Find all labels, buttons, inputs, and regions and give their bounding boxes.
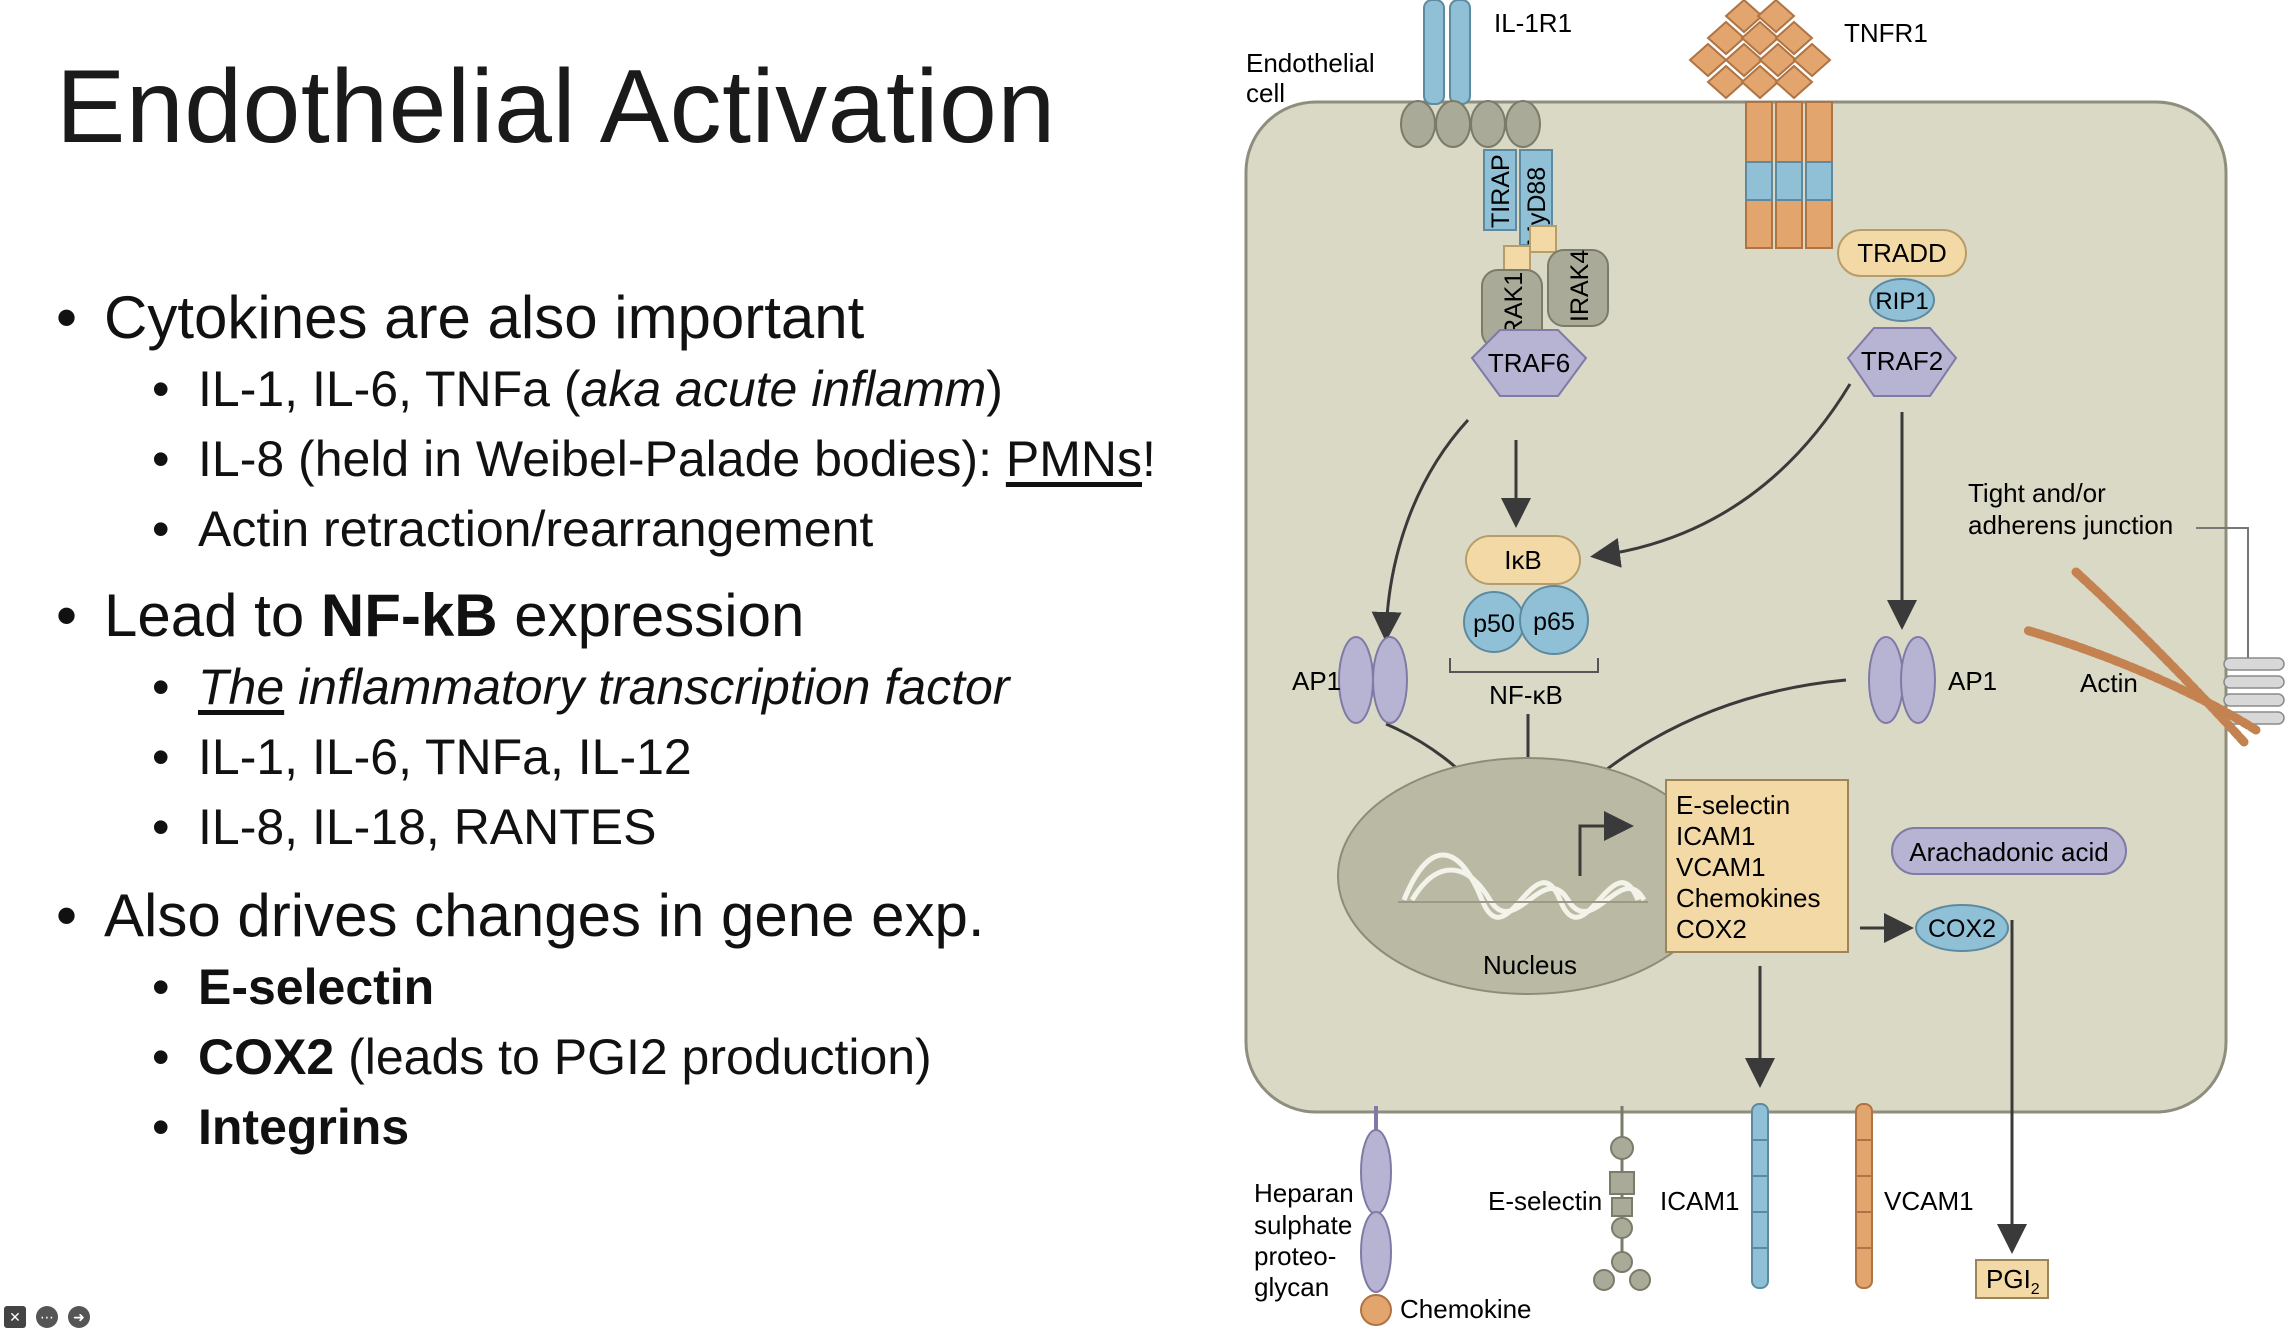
e-selectin-surface-label: E-selectin <box>1488 1186 1602 1216</box>
slideshow-controls: ✕ ⋯ ➜ <box>4 1306 90 1328</box>
heparan-label-4: glycan <box>1254 1272 1329 1302</box>
pgi2-box <box>1975 1259 2049 1299</box>
endothelial-signaling-diagram: IL-1R1 Endothelial cell TIRAP MyD88 IRAK… <box>1244 0 2285 1326</box>
rip1-oval <box>1869 278 1935 322</box>
cox2-oval <box>1915 904 2009 952</box>
actin-filaments <box>2021 567 2261 747</box>
nucleus-label: Nucleus <box>1483 950 1577 980</box>
heparan-label-2: sulphate <box>1254 1210 1352 1240</box>
irak1-cap <box>1503 245 1531 273</box>
bullet-gene-exp: Also drives changes in gene exp. <box>56 880 1246 952</box>
sub-bullet-actin: Actin retraction/rearrangement <box>56 494 1246 564</box>
endothelial-cell-label-1: Endothelial <box>1246 48 1375 78</box>
arachidonic-acid-pill <box>1891 827 2127 875</box>
vcam1-surface-label: VCAM1 <box>1884 1186 1974 1216</box>
icam1-surface-molecule <box>1751 1103 1769 1289</box>
vcam1-surface-molecule <box>1855 1103 1873 1289</box>
p50-label: p50 <box>1473 610 1515 638</box>
endothelial-cell-body <box>1244 100 2228 1114</box>
ap1-left-oval-1 <box>1338 636 1374 724</box>
tnfr1-receptor <box>1688 0 1833 249</box>
nfkb-label: NF-κB <box>1489 680 1563 710</box>
sub-bullet-integrins: Integrins <box>56 1092 1246 1162</box>
heparan-label-1: Heparan <box>1254 1178 1354 1208</box>
icam1-surface-label: ICAM1 <box>1660 1186 1739 1216</box>
il1r1-label: IL-1R1 <box>1494 8 1572 38</box>
arachidonic-acid-label: Arachadonic acid <box>1909 837 2108 867</box>
gene-product-icam1: ICAM1 <box>1676 821 1755 851</box>
p65-circle <box>1519 585 1589 655</box>
rip1-label: RIP1 <box>1875 288 1928 315</box>
sub-bullet-transcription: The inflammatory transcription factor <box>56 652 1246 722</box>
heparan-sulphate-proteoglycan <box>1360 1106 1392 1326</box>
tradd-label: TRADD <box>1857 238 1947 268</box>
nfkb-bracket <box>1449 658 1599 673</box>
dna-helix <box>1398 852 1648 920</box>
ap1-right-oval-1 <box>1868 636 1904 724</box>
cox2-label: COX2 <box>1928 915 1996 943</box>
tirap-box <box>1483 149 1517 231</box>
irak4-label: IRAK4 <box>1566 250 1594 322</box>
bullet-cytokines: Cytokines are also important <box>56 282 1246 354</box>
tradd-pill <box>1837 229 1967 277</box>
traf6-label: TRAF6 <box>1488 348 1570 378</box>
gene-products-box <box>1665 779 1849 953</box>
traf6-hexagon <box>1470 329 1588 397</box>
more-options-icon[interactable]: ⋯ <box>36 1306 58 1328</box>
slide-title: Endothelial Activation <box>56 49 1056 165</box>
next-icon[interactable]: ➜ <box>68 1306 90 1328</box>
sub-bullet-eselectin: E-selectin <box>56 952 1246 1022</box>
ap1-right-label: AP1 <box>1948 666 1997 696</box>
sub-bullet-il1: IL-1, IL-6, TNFa (aka acute inflamm) <box>56 354 1246 424</box>
tnfr1-label: TNFR1 <box>1844 18 1928 48</box>
actin-label: Actin <box>2080 668 2138 698</box>
bullet-list: Cytokines are also important IL-1, IL-6,… <box>56 282 1246 1162</box>
p65-label: p65 <box>1533 608 1575 636</box>
irak4-box <box>1547 249 1609 327</box>
camera-off-icon[interactable]: ✕ <box>4 1306 26 1328</box>
gene-product-chemokines: Chemokines <box>1676 883 1821 913</box>
gene-product-cox2: COX2 <box>1676 914 1747 944</box>
sub-bullet-il12: IL-1, IL-6, TNFa, IL-12 <box>56 722 1246 792</box>
ikb-label: IκB <box>1504 545 1542 575</box>
gene-product-eselectin: E-selectin <box>1676 790 1790 820</box>
ap1-left-oval-2 <box>1372 636 1408 724</box>
sub-bullet-il8: IL-8 (held in Weibel-Palade bodies): PMN… <box>56 424 1246 494</box>
tight-junction-label-1: Tight and/or <box>1968 478 2106 508</box>
traf2-label: TRAF2 <box>1861 346 1943 376</box>
tight-junction-label-2: adherens junction <box>1968 510 2173 540</box>
chemokine-label: Chemokine <box>1400 1294 1532 1324</box>
bullet-nfkb: Lead to NF-kB expression <box>56 580 1246 652</box>
irak4-cap <box>1529 225 1557 253</box>
ap1-left-label: AP1 <box>1292 666 1341 696</box>
ap1-right-oval-2 <box>1900 636 1936 724</box>
endothelial-cell-label-2: cell <box>1246 78 1285 108</box>
ikb-pill <box>1465 535 1581 585</box>
traf2-hexagon <box>1846 327 1958 397</box>
sub-bullet-cox2: COX2 (leads to PGI2 production) <box>56 1022 1246 1092</box>
heparan-label-3: proteo- <box>1254 1241 1336 1271</box>
tirap-label: TIRAP <box>1487 154 1515 228</box>
il1r1-receptor <box>1400 0 1541 148</box>
e-selectin-surface-molecule <box>1593 1106 1651 1291</box>
transcription-start-arrow <box>1578 811 1634 876</box>
tight-junction-leader <box>2196 527 2249 670</box>
gene-product-vcam1: VCAM1 <box>1676 852 1766 882</box>
sub-bullet-rantes: IL-8, IL-18, RANTES <box>56 792 1246 862</box>
pgi2-label: PGI2 <box>1986 1264 2040 1298</box>
